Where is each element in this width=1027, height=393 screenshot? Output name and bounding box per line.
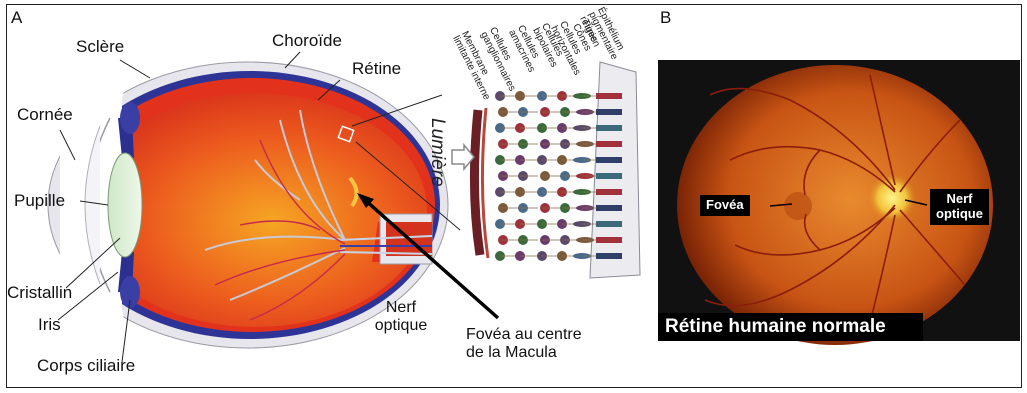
label-nerf-optique-b: Nerf optique bbox=[930, 189, 989, 225]
photoreceptor bbox=[596, 221, 622, 227]
caption-retine-normale: Rétine humaine normale bbox=[658, 313, 923, 341]
panel-b-letter: B bbox=[660, 8, 671, 28]
ciliary-body bbox=[120, 102, 140, 134]
label-corps-ciliaire: Corps ciliaire bbox=[37, 357, 135, 376]
label-choroide: Choroïde bbox=[272, 32, 342, 51]
photoreceptor bbox=[596, 237, 622, 243]
photoreceptor bbox=[596, 157, 622, 163]
photoreceptor bbox=[596, 189, 622, 195]
photoreceptor bbox=[596, 125, 622, 131]
label-nerf-b-line2: optique bbox=[936, 207, 983, 222]
label-nerf-line2: optique bbox=[365, 317, 437, 335]
label-nerf-b-line1: Nerf bbox=[936, 192, 983, 207]
label-lumiere: Lumière bbox=[426, 118, 448, 187]
label-fovea-line1: Fovéa au centre bbox=[466, 326, 582, 344]
label-retine: Rétine bbox=[352, 60, 401, 79]
photoreceptor bbox=[596, 93, 622, 99]
label-nerf-optique: Nerf optique bbox=[365, 299, 437, 336]
label-cornee: Cornée bbox=[17, 106, 73, 125]
lens bbox=[108, 153, 142, 257]
fovea-spot bbox=[784, 192, 812, 220]
photoreceptor bbox=[596, 141, 622, 147]
label-cristallin: Cristallin bbox=[7, 284, 72, 303]
label-fovea-b: Fovéa bbox=[700, 195, 750, 216]
label-iris: Iris bbox=[38, 316, 61, 335]
label-nerf-line1: Nerf bbox=[365, 299, 437, 317]
photoreceptor bbox=[596, 173, 622, 179]
label-fovea-macula: Fovéa au centre de la Macula bbox=[466, 326, 582, 363]
label-pupille: Pupille bbox=[14, 192, 65, 211]
photoreceptor bbox=[596, 205, 622, 211]
photoreceptor bbox=[596, 253, 622, 259]
panel-a-letter: A bbox=[11, 8, 22, 28]
photoreceptor bbox=[596, 109, 622, 115]
label-fovea-line2: de la Macula bbox=[466, 344, 582, 362]
label-sclere: Sclère bbox=[76, 38, 124, 57]
